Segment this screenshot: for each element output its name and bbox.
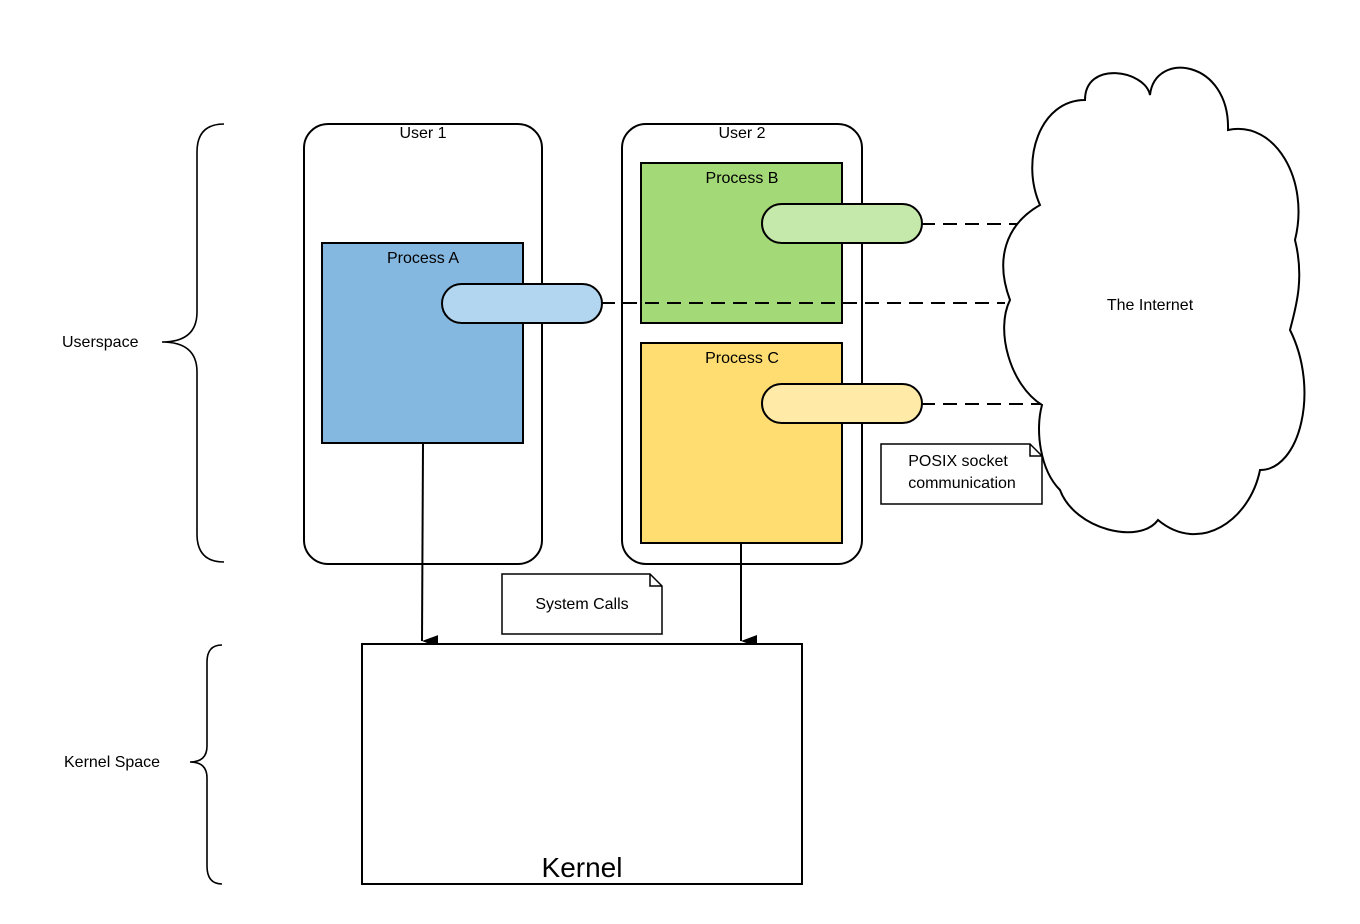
syscall-arrow-a bbox=[421, 442, 439, 648]
kernel-space-label: Kernel Space bbox=[64, 754, 160, 771]
process-c-label: Process C bbox=[705, 350, 779, 367]
kernel-space-brace bbox=[189, 644, 223, 885]
userspace-brace bbox=[161, 123, 225, 563]
kernel-box bbox=[361, 643, 803, 885]
socket-a bbox=[441, 283, 603, 324]
process-a-label: Process A bbox=[387, 250, 459, 267]
socket-b bbox=[761, 203, 923, 244]
posix-note-line2: communication bbox=[908, 475, 1016, 492]
posix-note-line1: POSIX socket bbox=[908, 453, 1008, 470]
user1-label: User 1 bbox=[399, 125, 446, 142]
userspace-label: Userspace bbox=[62, 334, 139, 351]
internet-label: The Internet bbox=[1107, 297, 1194, 314]
internet-cloud bbox=[1002, 66, 1306, 536]
syscalls-note bbox=[501, 573, 663, 635]
posix-note bbox=[880, 443, 1043, 505]
process-a-box bbox=[321, 242, 524, 444]
user2-label: User 2 bbox=[718, 125, 765, 142]
socket-c bbox=[761, 383, 923, 424]
process-c-box bbox=[640, 342, 843, 544]
kernel-label: Kernel bbox=[542, 852, 623, 883]
process-b-label: Process B bbox=[706, 170, 779, 187]
syscalls-note-label: System Calls bbox=[535, 596, 628, 613]
